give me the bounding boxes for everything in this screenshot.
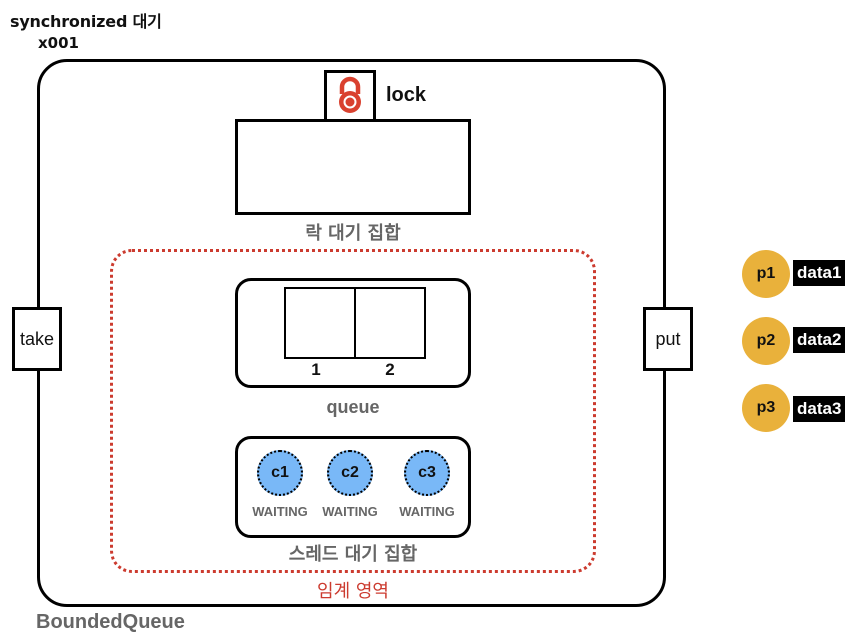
- producer-data: data3: [793, 396, 846, 422]
- thread-state: WAITING: [252, 504, 308, 519]
- put-method: put: [643, 307, 693, 371]
- diagram-title: synchronized 대기: [10, 12, 162, 31]
- queue-slot-number: 2: [385, 360, 395, 379]
- queue-label: queue: [326, 397, 380, 417]
- queue-slot-number: 1: [311, 360, 321, 379]
- queue-slot: [354, 287, 426, 359]
- lock-slot: [324, 70, 376, 122]
- producer-thread: p2: [742, 317, 790, 365]
- class-name-label: BoundedQueue: [36, 611, 185, 633]
- consumer-thread: c3: [404, 450, 450, 496]
- producer-thread: p1: [742, 250, 790, 298]
- consumer-thread: c2: [327, 450, 373, 496]
- producer-data: data1: [793, 260, 846, 286]
- consumer-thread: c1: [257, 450, 303, 496]
- padlock-icon: [339, 76, 361, 113]
- lock-entry-set: [235, 119, 471, 215]
- instance-id: x001: [38, 34, 79, 52]
- lock-entry-set-label: 락 대기 집합: [305, 223, 401, 244]
- lock-label: lock: [386, 84, 427, 106]
- critical-section: [110, 249, 596, 573]
- producer-data: data2: [793, 327, 846, 353]
- critical-section-label: 임계 영역: [317, 581, 389, 602]
- thread-state: WAITING: [322, 504, 378, 519]
- producer-thread: p3: [742, 384, 790, 432]
- thread-wait-set-label: 스레드 대기 집합: [288, 544, 418, 565]
- thread-state: WAITING: [399, 504, 455, 519]
- take-method: take: [12, 307, 62, 371]
- queue-slot: [284, 287, 356, 359]
